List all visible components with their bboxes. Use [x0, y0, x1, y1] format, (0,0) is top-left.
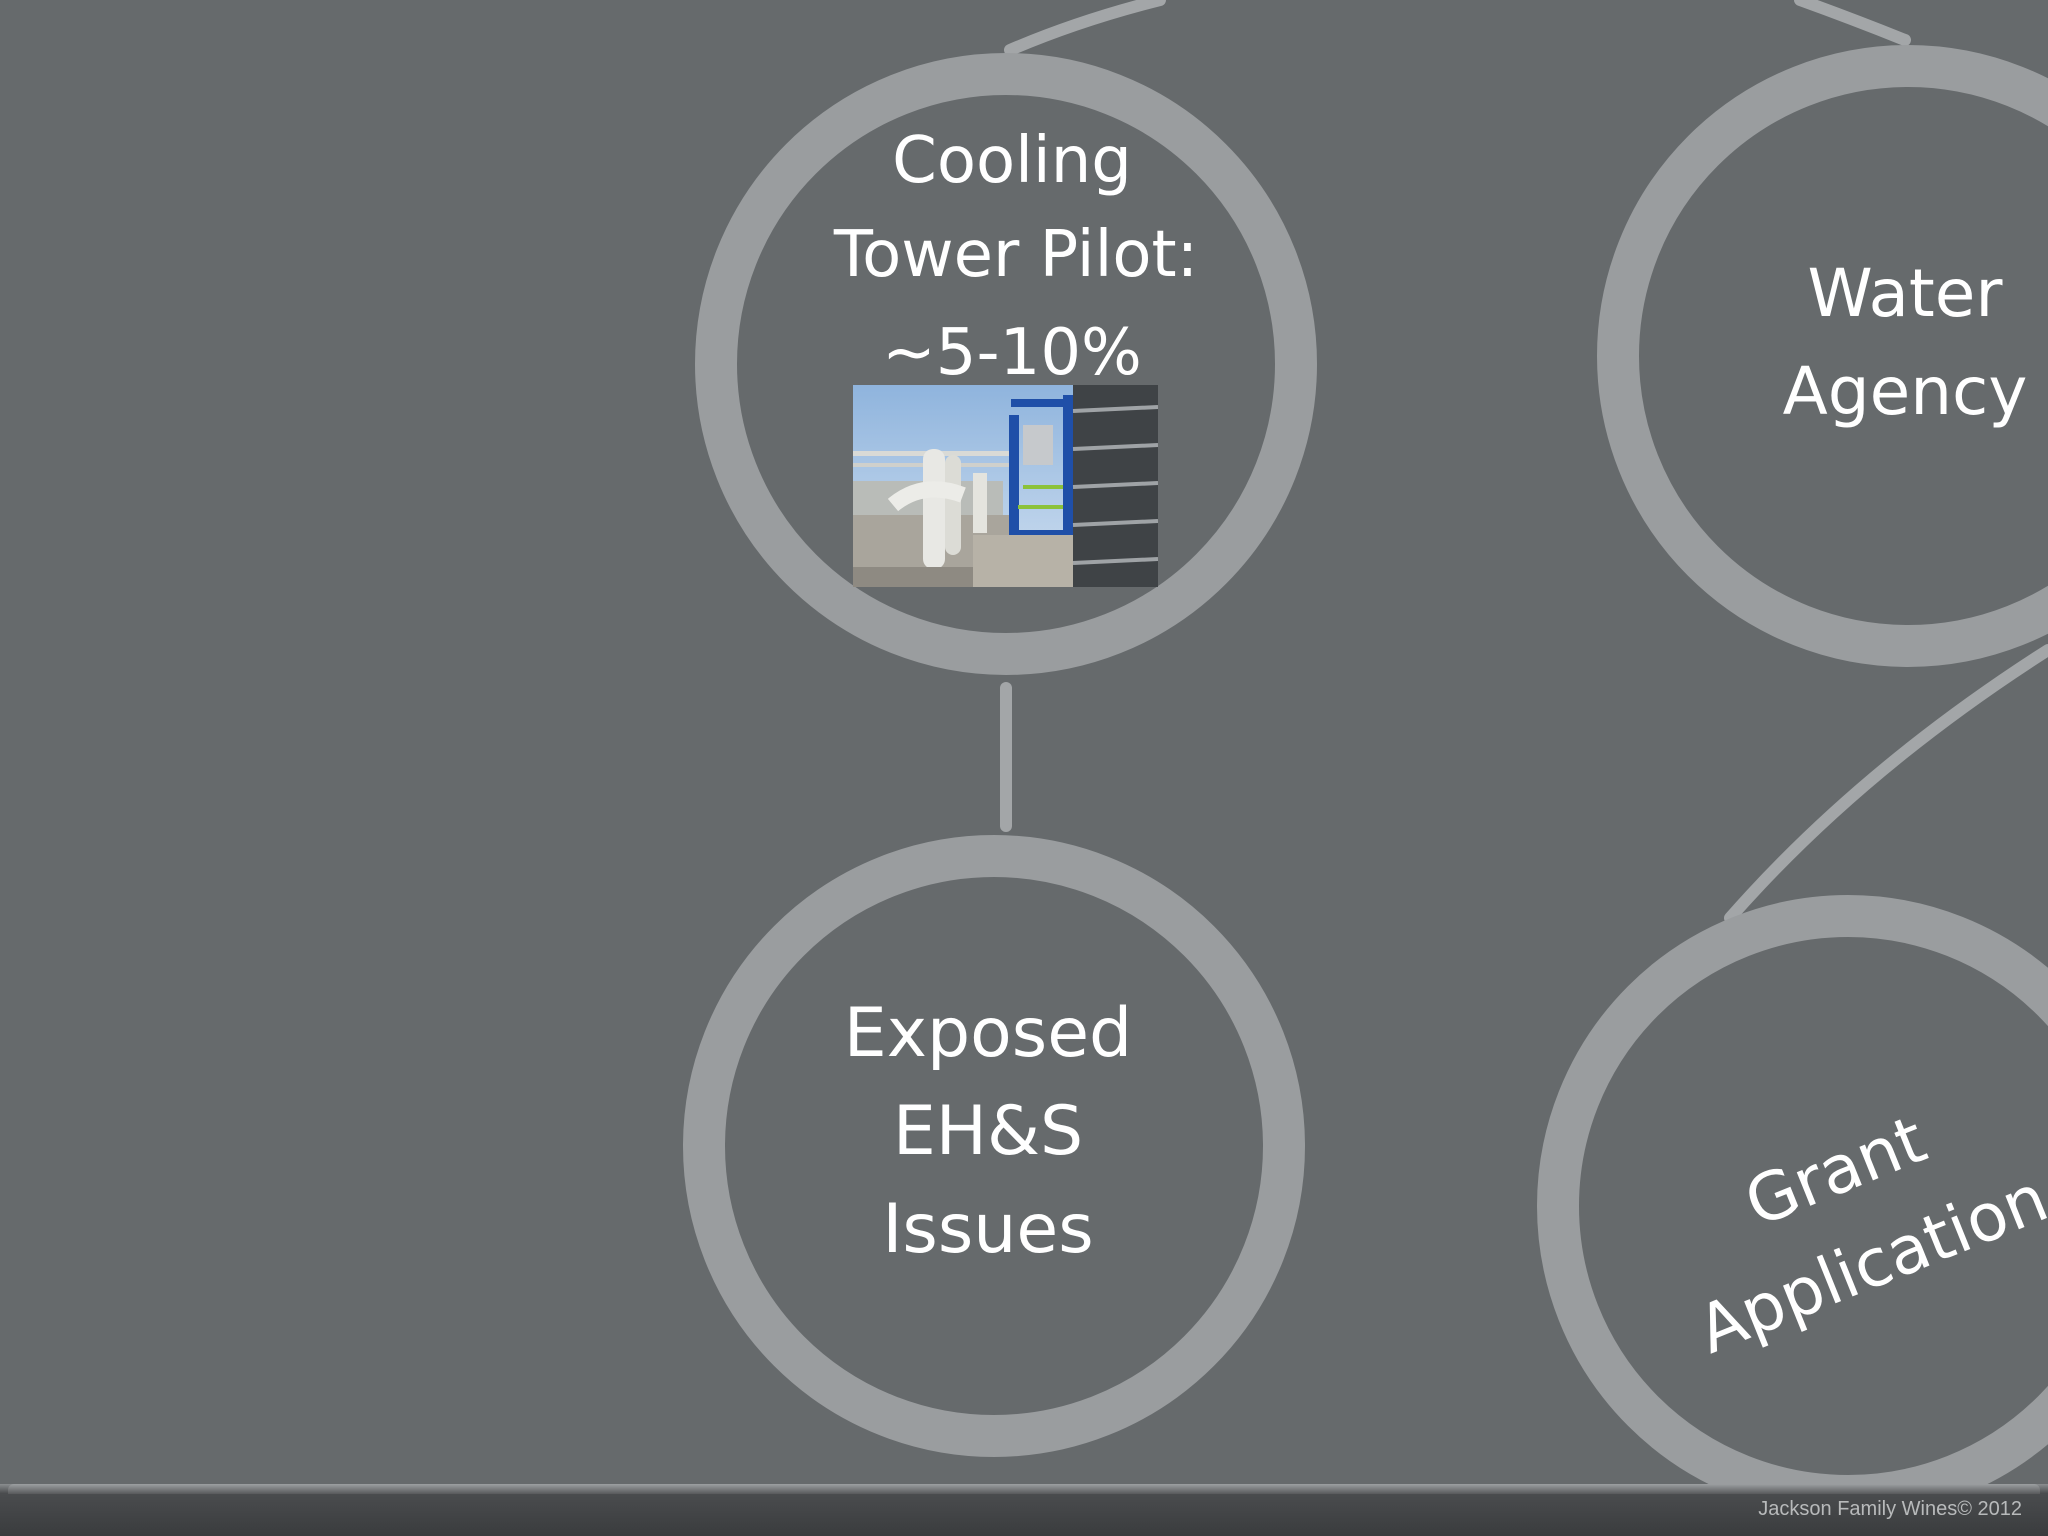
footer-bar	[0, 1484, 2048, 1536]
ehs-issues-line-1: Exposed	[844, 994, 1132, 1073]
connector-top-right	[1794, 0, 1911, 46]
cooling-tower-line-1: Cooling	[892, 124, 1132, 198]
node-water-agency: Water Agency	[1783, 255, 2028, 430]
water-agency-line-1: Water	[1807, 255, 2003, 332]
cooling-tower-line-2: Tower Pilot:	[833, 218, 1198, 292]
node-ehs-issues: Exposed EH&S Issues	[844, 994, 1132, 1269]
node-ring-cooling-tower	[695, 53, 1317, 675]
node-ring-ehs-issues	[683, 835, 1305, 1457]
ehs-issues-line-2: EH&S	[893, 1092, 1083, 1171]
connector-top-left	[1004, 0, 1166, 56]
water-agency-line-2: Agency	[1783, 353, 2028, 430]
cooling-tower-line-3: ~5-10%	[882, 316, 1142, 390]
ehs-issues-line-3: Issues	[882, 1190, 1093, 1269]
footer-copyright: Jackson Family Wines© 2012	[1758, 1498, 2022, 1520]
connector-agency-to-grant	[1724, 644, 2048, 924]
node-grant-application: Grant Application	[1687, 1101, 2048, 1369]
node-cooling-tower: Cooling Tower Pilot: ~5-10%	[833, 124, 1198, 390]
node-ring-water-agency	[1597, 45, 2048, 667]
cooling-tower-photo	[853, 385, 1158, 587]
